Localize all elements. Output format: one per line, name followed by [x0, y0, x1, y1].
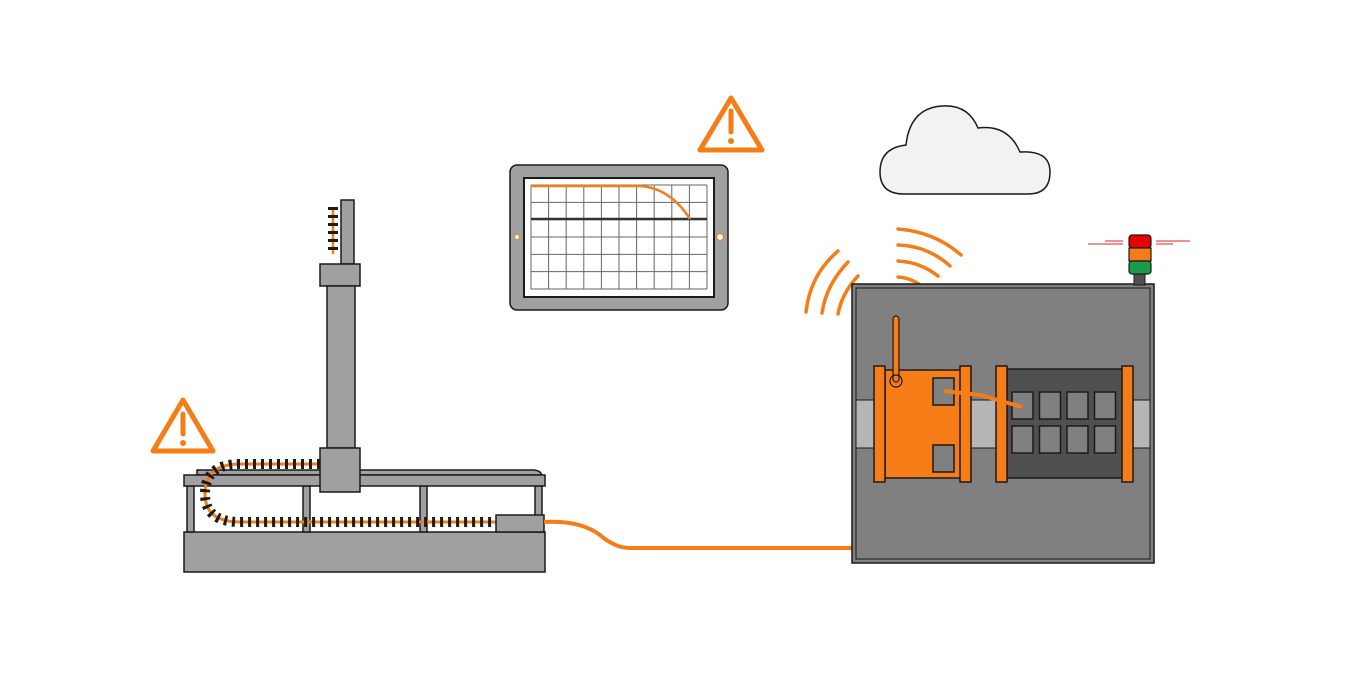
machine-base — [183, 531, 546, 573]
column-top — [340, 199, 355, 265]
tablet-camera — [514, 234, 520, 240]
io-port — [1093, 425, 1117, 454]
antenna-icon — [889, 315, 903, 388]
io-port — [1066, 425, 1089, 454]
io-clip-left — [995, 365, 1008, 483]
io-clip-right — [1121, 365, 1134, 483]
io-port — [1038, 391, 1062, 420]
trend-line — [532, 184, 692, 220]
light-orange — [1128, 247, 1152, 262]
machine-rail — [183, 474, 546, 487]
light-green — [1128, 260, 1152, 275]
cloud-icon — [879, 105, 1051, 195]
drive-block — [495, 514, 545, 533]
carriage — [319, 447, 361, 493]
machine-leg — [186, 485, 195, 533]
control-cabinet — [851, 283, 1155, 564]
io-port — [1066, 391, 1089, 420]
wireless-signal-icon — [804, 227, 963, 318]
gateway-clip-left — [873, 365, 886, 483]
signal-tower-icon — [1088, 234, 1190, 286]
warning-triangle-icon — [150, 397, 216, 454]
gantry-machine — [183, 199, 546, 573]
warning-triangle-icon — [697, 95, 765, 153]
io-port-grid — [1011, 391, 1117, 454]
light-red — [1128, 234, 1152, 249]
io-port — [1011, 425, 1034, 454]
tablet-device — [509, 164, 729, 311]
tablet-home-button — [715, 232, 725, 242]
gateway-clip-right — [959, 365, 972, 483]
io-port — [1038, 425, 1062, 454]
column-shaft — [326, 285, 356, 449]
io-module — [1006, 368, 1124, 479]
cable-chain — [199, 459, 497, 527]
column-collar — [319, 263, 361, 287]
gateway-port-bottom — [932, 444, 955, 473]
internal-link — [943, 389, 1023, 409]
io-port — [1093, 391, 1117, 420]
